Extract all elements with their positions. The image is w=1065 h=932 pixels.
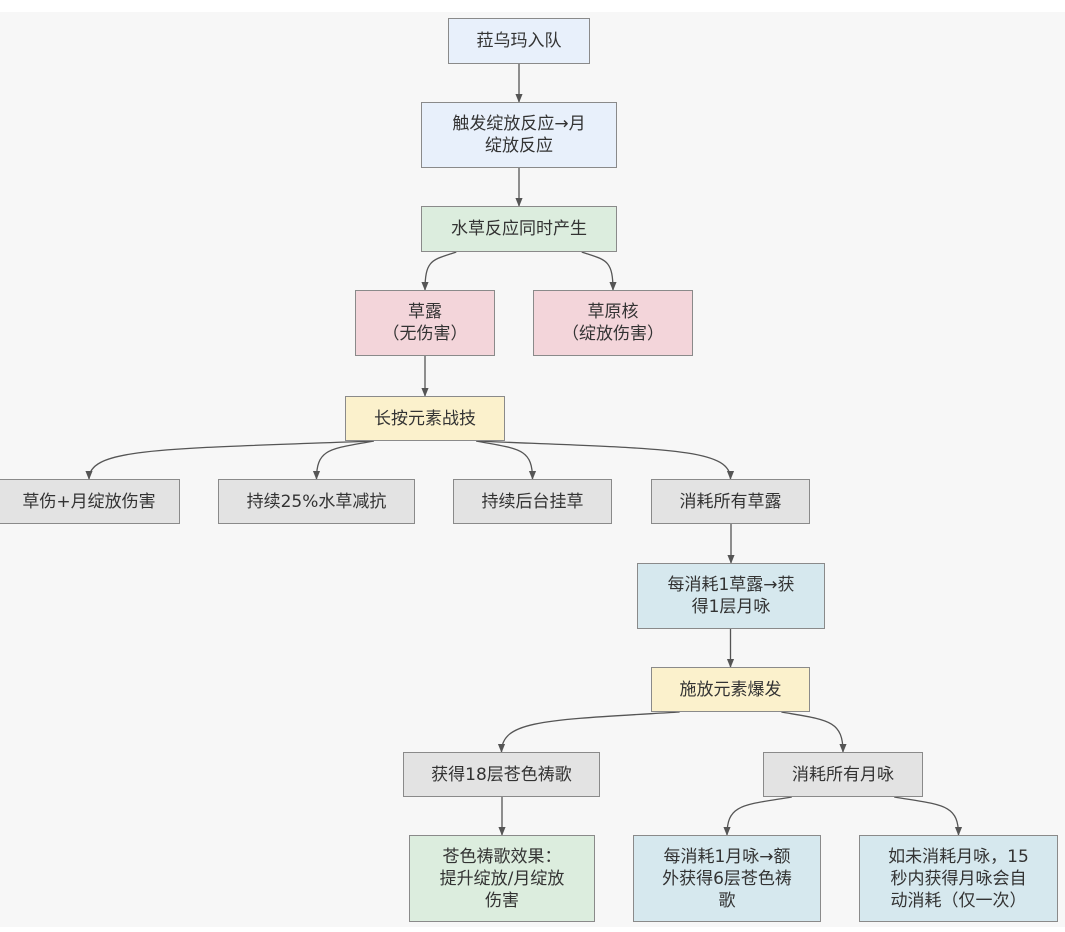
node-label: 施放元素爆发 — [679, 679, 782, 700]
node-auto-consume[interactable]: 如未消耗月咏，15 秒内获得月咏会自 动消耗（仅一次） — [859, 835, 1058, 922]
node-label: 每消耗1月咏→额 外获得6层苍色祷 歌 — [662, 846, 792, 911]
node-gain-18-stacks[interactable]: 获得18层苍色祷歌 — [403, 752, 600, 797]
node-label: 水草反应同时产生 — [451, 219, 587, 239]
node-extra-stacks[interactable]: 每消耗1月咏→额 外获得6层苍色祷 歌 — [633, 835, 821, 922]
node-gain-moonsong-stack[interactable]: 每消耗1草露→获 得1层月咏 — [637, 563, 825, 629]
node-trigger-lunar-bloom[interactable]: 触发绽放反应→月 绽放反应 — [421, 102, 617, 168]
node-dendro-core[interactable]: 草原核 （绽放伤害） — [533, 290, 693, 356]
node-label: 触发绽放反应→月 绽放反应 — [452, 114, 586, 156]
node-hydro-dendro-reaction[interactable]: 水草反应同时产生 — [421, 206, 617, 252]
node-label: 草露 （无伤害） — [382, 302, 468, 344]
node-label: 消耗所有草露 — [679, 491, 782, 512]
node-label: 长按元素战技 — [374, 408, 476, 429]
node-elemental-burst[interactable]: 施放元素爆发 — [651, 667, 810, 712]
node-label: 草伤+月绽放伤害 — [22, 491, 156, 512]
node-offfield-dendro[interactable]: 持续后台挂草 — [453, 479, 612, 524]
node-consume-grass-dew[interactable]: 消耗所有草露 — [651, 479, 810, 524]
node-dendro-lunar-bloom-damage[interactable]: 草伤+月绽放伤害 — [0, 479, 180, 524]
node-label: 持续后台挂草 — [481, 491, 584, 512]
node-hold-elemental-skill[interactable]: 长按元素战技 — [345, 396, 505, 441]
node-label: 如未消耗月咏，15 秒内获得月咏会自 动消耗（仅一次） — [888, 846, 1029, 911]
node-label: 菈乌玛入队 — [476, 31, 562, 51]
node-grass-dew[interactable]: 草露 （无伤害） — [355, 290, 495, 356]
node-label: 消耗所有月咏 — [792, 764, 894, 785]
node-consume-moonsong[interactable]: 消耗所有月咏 — [763, 752, 923, 797]
node-label: 获得18层苍色祷歌 — [431, 764, 572, 785]
node-laruma-joins[interactable]: 菈乌玛入队 — [448, 18, 590, 64]
node-res-shred[interactable]: 持续25%水草减抗 — [218, 479, 415, 524]
node-label: 持续25%水草减抗 — [246, 491, 387, 512]
node-hymn-effect[interactable]: 苍色祷歌效果： 提升绽放/月绽放 伤害 — [409, 835, 595, 922]
node-label: 每消耗1草露→获 得1层月咏 — [667, 575, 795, 617]
node-label: 苍色祷歌效果： 提升绽放/月绽放 伤害 — [439, 846, 565, 911]
node-label: 草原核 （绽放伤害） — [562, 302, 664, 344]
